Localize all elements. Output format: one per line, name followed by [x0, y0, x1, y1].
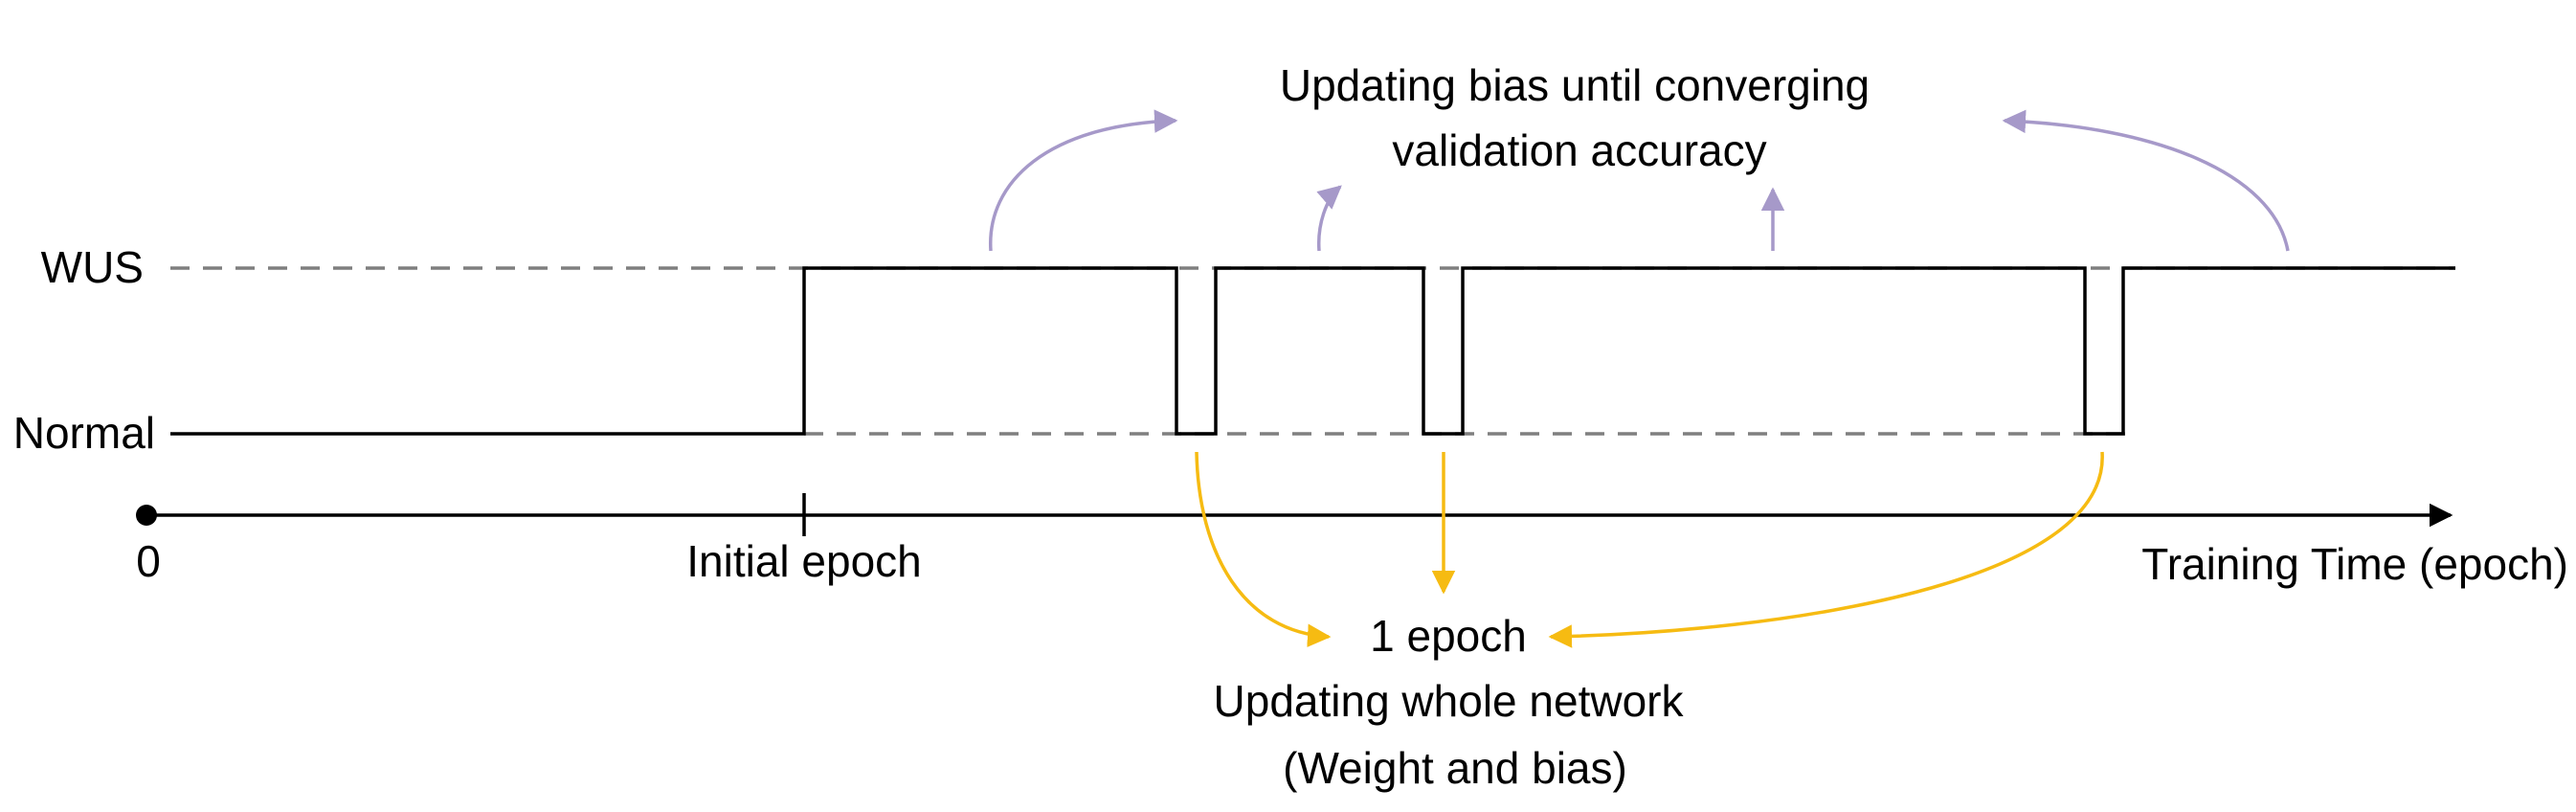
- normal-level-label: Normal: [13, 408, 155, 458]
- epoch-note-line-3: (Weight and bias): [1283, 743, 1627, 793]
- time-axis-label: Training Time (epoch): [2141, 539, 2568, 589]
- bias-arrow-4: [2002, 109, 2290, 252]
- bias-note-line-1: Updating bias until converging: [1280, 60, 1870, 110]
- epoch-arrow-3: [1548, 451, 2104, 648]
- mode-signal-waveform: [170, 266, 2455, 436]
- wus-level-label: WUS: [41, 242, 144, 292]
- bias-arrow-1: [989, 109, 1178, 252]
- epoch-note-line-2: Updating whole network: [1214, 676, 1685, 726]
- epoch-arrow-1: [1195, 451, 1332, 647]
- origin-label: 0: [136, 536, 161, 586]
- time-axis-origin-dot: [136, 505, 157, 526]
- bias-arrow-2: [1316, 185, 1342, 252]
- bias-note-line-2: validation accuracy: [1392, 125, 1766, 175]
- epoch-note-line-1: 1 epoch: [1370, 611, 1527, 661]
- initial-epoch-label: Initial epoch: [686, 536, 922, 586]
